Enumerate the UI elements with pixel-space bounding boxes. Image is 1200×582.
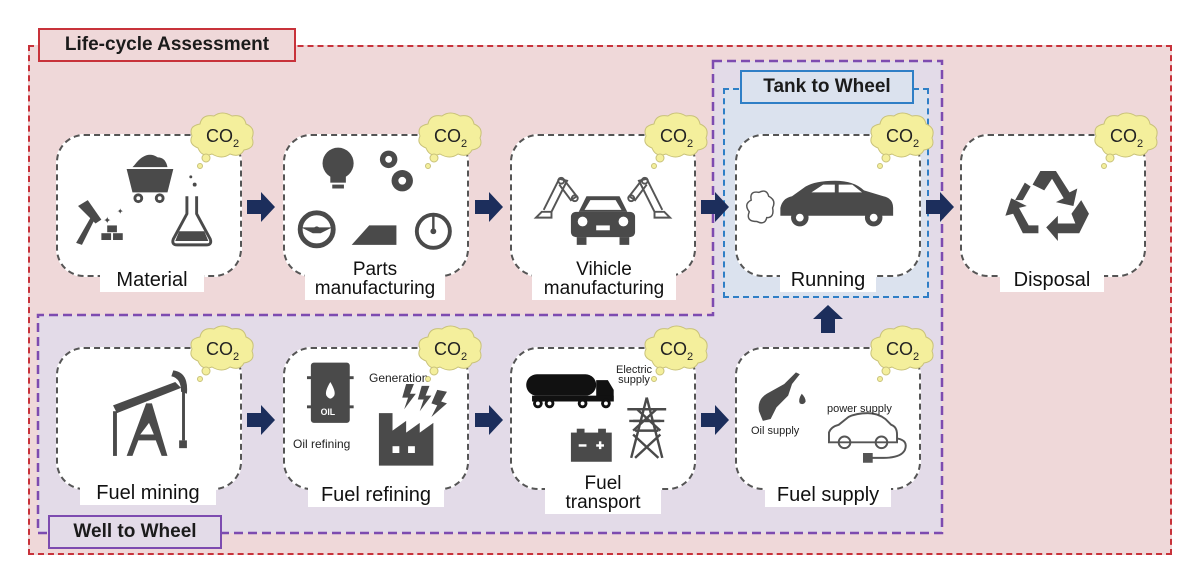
label-line-1: Parts bbox=[352, 259, 398, 280]
fuel-refining-icons: OIL bbox=[306, 362, 447, 466]
recycle-icon bbox=[1005, 170, 1089, 241]
oil-supply-label: Oil supply bbox=[751, 425, 800, 437]
label-line-2: transport bbox=[565, 492, 641, 513]
label-line-2: manufacturing bbox=[314, 278, 436, 299]
stage-disposal-label: Disposal bbox=[1000, 268, 1104, 292]
arrow-running-to-disposal bbox=[926, 192, 954, 222]
stage-fuel-transport-label: Fuel transport bbox=[545, 472, 661, 514]
co2-cloud-icon-fuel-supply: CO2 bbox=[870, 325, 934, 382]
stage-running-label: Running bbox=[780, 268, 876, 292]
co2-cloud-icon-parts: CO2 bbox=[418, 112, 482, 169]
speedometer-icon bbox=[414, 212, 452, 250]
oil-barrel-icon: OIL bbox=[306, 362, 354, 423]
svg-text:✦: ✦ bbox=[103, 215, 111, 226]
power-supply-label: power supply bbox=[827, 403, 892, 415]
label-line-1: Fuel bbox=[584, 473, 622, 494]
lifecycle-assessment-label: Life-cycle Assessment bbox=[38, 28, 296, 62]
running-icons bbox=[746, 180, 894, 227]
label-line-1: Electric bbox=[616, 364, 653, 376]
stage-fuel-transport: Electric supply bbox=[510, 347, 696, 490]
gears-icon bbox=[379, 150, 413, 192]
lightbulb-icon bbox=[322, 147, 354, 189]
co2-cloud-icon-material: CO2 bbox=[190, 112, 254, 169]
generation-label: Generation bbox=[369, 371, 429, 385]
arrow-parts-to-vehicle bbox=[475, 192, 503, 222]
stage-fuel-refining-label: Fuel refining bbox=[308, 483, 444, 507]
arrow-mining-to-refining bbox=[247, 405, 275, 435]
material-icons: ✦✦ bbox=[76, 154, 213, 247]
oil-refining-label: Oil refining bbox=[293, 437, 351, 451]
robot-arm-right-icon bbox=[627, 176, 673, 219]
well-to-wheel-label: Well to Wheel bbox=[48, 515, 222, 549]
svg-text:✦: ✦ bbox=[117, 207, 124, 216]
stage-fuel-mining-label: Fuel mining bbox=[80, 481, 216, 505]
stage-vehicle-manufacturing-label: Vihicle manufacturing bbox=[532, 258, 676, 300]
label-line-1: Vihicle bbox=[576, 259, 632, 280]
car-front-icon bbox=[570, 196, 636, 245]
co2-cloud-icon-running: CO2 bbox=[870, 112, 934, 169]
mine-cart-icon bbox=[126, 154, 174, 204]
co2-cloud-icon-disposal: CO2 bbox=[1094, 112, 1158, 169]
vehicle-manufacturing-icons bbox=[533, 176, 673, 245]
stage-parts-manufacturing-label: Parts manufacturing bbox=[305, 258, 445, 300]
power-tower-icon bbox=[627, 397, 667, 459]
stage-vehicle-manufacturing bbox=[510, 134, 696, 277]
sedan-car-icon bbox=[780, 180, 894, 227]
fuel-nozzle-icon bbox=[758, 372, 806, 421]
fuel-supply-icons bbox=[758, 372, 907, 463]
stage-disposal bbox=[960, 134, 1146, 277]
tanker-truck-icon bbox=[526, 374, 614, 409]
steering-wheel-icon bbox=[297, 210, 336, 249]
oil-pump-icon bbox=[113, 370, 188, 456]
stage-material: ✦✦ bbox=[56, 134, 242, 277]
co2-cloud-icon-vehicle: CO2 bbox=[644, 112, 708, 169]
robot-arm-left-icon bbox=[533, 176, 579, 219]
co2-cloud-icon-fuel-transport: CO2 bbox=[644, 325, 708, 382]
arrow-refining-to-transport bbox=[475, 405, 503, 435]
lightning-icon bbox=[402, 383, 447, 418]
factory-icon bbox=[378, 413, 434, 466]
pickaxe-icon bbox=[76, 200, 102, 245]
tank-to-wheel-label: Tank to Wheel bbox=[740, 70, 914, 104]
exhaust-cloud-icon bbox=[746, 190, 775, 224]
stage-fuel-supply-label: Fuel supply bbox=[765, 483, 891, 507]
label-line-2: supply bbox=[618, 374, 650, 386]
electric-car-icon bbox=[828, 412, 907, 463]
arrow-supply-to-running bbox=[813, 305, 843, 333]
electric-supply-label: Electric supply bbox=[616, 364, 653, 386]
fuel-transport-icons bbox=[526, 374, 667, 462]
battery-icon bbox=[570, 428, 612, 462]
car-door-icon bbox=[351, 225, 397, 245]
co2-cloud-icon-fuel-mining: CO2 bbox=[190, 325, 254, 382]
arrow-vehicle-to-running bbox=[701, 192, 729, 222]
fuel-mining-icons bbox=[113, 370, 188, 456]
parts-icons bbox=[297, 147, 452, 250]
disposal-icons bbox=[1005, 170, 1089, 241]
stage-material-label: Material bbox=[100, 268, 204, 292]
arrow-transport-to-supply bbox=[701, 405, 729, 435]
arrow-material-to-parts bbox=[247, 192, 275, 222]
gold-bars-icon: ✦✦ bbox=[101, 207, 124, 241]
barrel-text: OIL bbox=[321, 407, 336, 417]
co2-cloud-icon-fuel-refining: CO2 bbox=[418, 325, 482, 382]
label-line-2: manufacturing bbox=[543, 278, 665, 299]
flask-icon bbox=[171, 175, 213, 247]
